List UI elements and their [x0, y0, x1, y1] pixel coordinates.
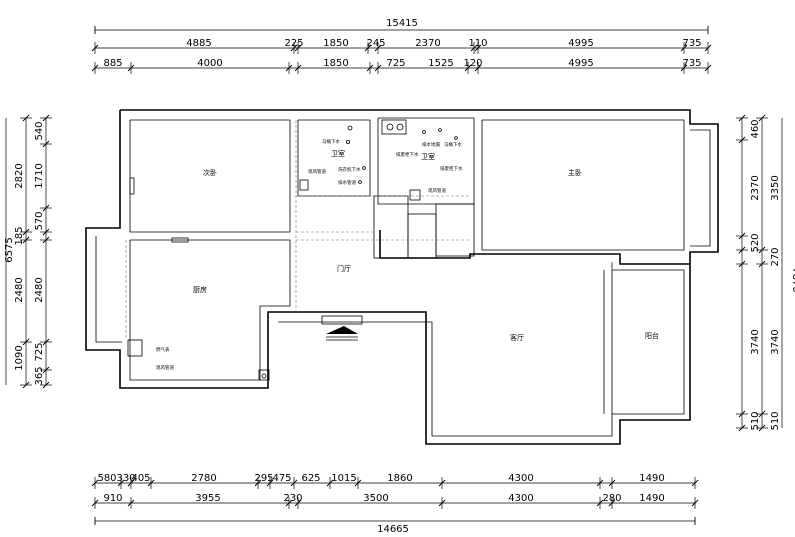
- dim-left-i2: 570: [34, 211, 45, 230]
- plumbing-notes: 马桶下水 洗衣机下水 排水管道 现风管道 排水地漏 马桶下水 排废柜下水 排废柜…: [156, 138, 463, 371]
- dim-left-i5: 365: [34, 366, 45, 385]
- dim-left-o2: 2480: [14, 277, 25, 302]
- dim-bottom-total: 14665: [377, 524, 409, 535]
- dim-bot1-4: 295: [254, 473, 273, 484]
- note-9: 现风管道: [428, 187, 446, 194]
- left-dimensions: 6575 2820 185 2480 1090 540 1710 570 248…: [4, 118, 47, 386]
- dim-top2-4: 1525: [428, 58, 453, 69]
- dim-right-o2: 3740: [770, 329, 781, 354]
- dim-top1-6: 4995: [568, 38, 593, 49]
- dim-bot1-5: 475: [272, 473, 291, 484]
- dim-right-o0: 3350: [770, 175, 781, 200]
- dim-left-o0: 2820: [14, 163, 25, 188]
- note-3: 排水管道: [338, 179, 356, 186]
- dim-top2-0: 885: [103, 58, 122, 69]
- dim-bot2-2: 230: [283, 493, 302, 504]
- dim-top2-3: 725: [386, 58, 405, 69]
- dim-left-i3: 2480: [34, 277, 45, 302]
- dim-bot2-6: 1490: [639, 493, 664, 504]
- label-master-bedroom: 主卧: [568, 168, 582, 177]
- dim-bot1-9: 4300: [508, 473, 533, 484]
- dim-bot2-3: 3500: [363, 493, 388, 504]
- dim-bot2-0: 910: [103, 493, 122, 504]
- dim-bot1-10: 1490: [639, 473, 664, 484]
- dim-right-total: 7870: [790, 267, 795, 292]
- dim-top1-3: 245: [366, 38, 385, 49]
- note-11: 现风管道: [156, 364, 174, 371]
- dim-left-i1: 1710: [34, 163, 45, 188]
- dim-bot2-4: 4300: [508, 493, 533, 504]
- dim-right-i2: 520: [750, 233, 761, 252]
- dim-top2-2: 1850: [323, 58, 348, 69]
- top-dimensions: 15415 4885 225 1850 245 2370 110 4995 73…: [94, 18, 709, 69]
- dim-right-i3: 3740: [750, 329, 761, 354]
- dim-top2-7: 735: [682, 58, 701, 69]
- dim-bot1-3: 2780: [191, 473, 216, 484]
- dim-bot1-2: 405: [131, 473, 150, 484]
- dim-top1-7: 735: [682, 38, 701, 49]
- note-6: 马桶下水: [444, 141, 462, 148]
- dim-bot1-8: 1860: [387, 473, 412, 484]
- dim-left-total: 6575: [4, 237, 15, 262]
- dim-bot1-6: 625: [301, 473, 320, 484]
- dim-top2-1: 4000: [197, 58, 222, 69]
- label-foyer: 门厅: [337, 264, 351, 273]
- walls: [85, 109, 719, 445]
- radiator-symbol: [129, 177, 189, 243]
- dim-bot2-1: 3955: [195, 493, 220, 504]
- label-kitchen: 厨房: [193, 285, 207, 294]
- note-10: 燃气表: [156, 346, 170, 353]
- dim-bot1-0: 580: [97, 473, 116, 484]
- dim-left-i4: 725: [34, 342, 45, 361]
- dim-left-o1: 185: [14, 226, 25, 245]
- entry-stair-icon: [326, 326, 358, 341]
- dim-right-o3: 510: [770, 411, 781, 430]
- note-8: 排废柜下水: [440, 165, 463, 172]
- note-4: 现风管道: [308, 168, 326, 175]
- dim-top2-5: 120: [463, 58, 482, 69]
- dim-bot1-7: 1015: [331, 473, 356, 484]
- note-5: 排水地漏: [422, 141, 440, 148]
- dim-top-total: 15415: [386, 18, 418, 29]
- note-7: 排废柜下水: [396, 151, 419, 158]
- dim-top2-6: 4995: [568, 58, 593, 69]
- label-living-room: 客厅: [510, 333, 524, 342]
- note-1: 马桶下水: [322, 138, 340, 145]
- dim-right-i0: 460: [750, 119, 761, 138]
- label-bathroom-a: 卫室: [331, 149, 345, 158]
- dim-left-i0: 540: [34, 121, 45, 140]
- dim-top1-0: 4885: [186, 38, 211, 49]
- label-balcony: 阳台: [645, 331, 659, 340]
- label-bathroom-b: 卫室: [421, 152, 435, 161]
- label-second-bedroom: 次卧: [203, 168, 217, 177]
- dim-top1-4: 2370: [415, 38, 440, 49]
- note-2: 洗衣机下水: [338, 166, 361, 173]
- right-dimensions: 460 2370 520 3740 510 3350 270 3740 510 …: [741, 118, 795, 431]
- room-labels: 次卧 卫室 卫室 主卧 厨房 门厅 客厅 阳台: [193, 149, 659, 342]
- dim-left-o3: 1090: [14, 345, 25, 370]
- dim-bot1-1: 330: [116, 473, 135, 484]
- dim-right-o1: 270: [770, 247, 781, 266]
- dim-top1-2: 1850: [323, 38, 348, 49]
- dim-right-i1: 2370: [750, 175, 761, 200]
- dim-right-i4: 510: [750, 411, 761, 430]
- bottom-dimensions: 580 330 405 2780 295 475 625 1015 1860 4…: [94, 473, 696, 535]
